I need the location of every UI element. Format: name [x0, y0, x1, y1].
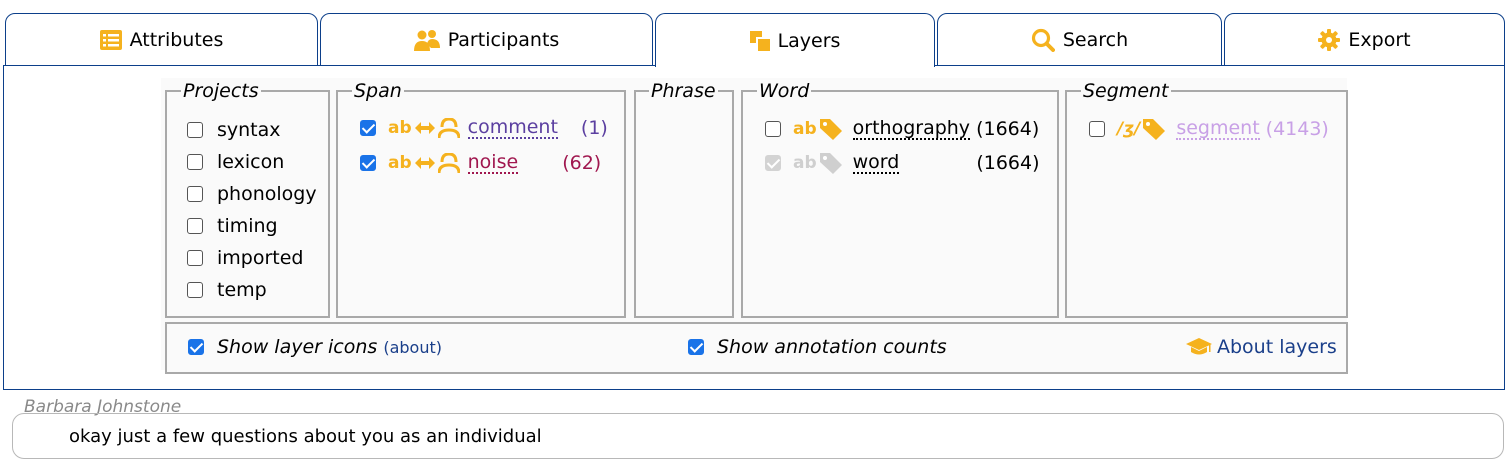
tab-search[interactable]: Search: [937, 13, 1222, 66]
checkbox[interactable]: [187, 250, 203, 266]
span-layer-comment[interactable]: ab comment (1): [360, 115, 608, 141]
checkbox[interactable]: [187, 282, 203, 298]
tag-icon: [819, 153, 842, 174]
tag-icon: [819, 119, 842, 140]
checkbox[interactable]: [360, 155, 376, 171]
tab-label: Attributes: [129, 28, 224, 51]
gear-icon: [1318, 28, 1341, 51]
annotation-count: (1664): [976, 118, 1040, 140]
checkbox[interactable]: [187, 122, 203, 138]
word-layer-word[interactable]: ab word (1664): [765, 150, 1040, 176]
span-layer-noise[interactable]: ab noise (62): [360, 150, 601, 176]
participant-icon: [437, 118, 460, 138]
show-layer-icons-option[interactable]: Show layer icons (about): [188, 336, 442, 358]
annotation-count: (4143): [1265, 118, 1329, 140]
layer-link-noise[interactable]: noise: [467, 151, 519, 174]
about-layers-link[interactable]: About layers: [1186, 336, 1337, 358]
project-item-timing[interactable]: timing: [187, 213, 278, 239]
span-group: Span: [336, 81, 626, 318]
tab-attributes[interactable]: Attributes: [5, 13, 318, 66]
graduation-cap-icon: [1186, 338, 1212, 355]
tab-label: Search: [1062, 28, 1129, 51]
interval-arrows-icon: [414, 157, 435, 169]
checkbox: [765, 155, 781, 171]
tag-icon: [1143, 119, 1166, 140]
layer-link-orthography[interactable]: orthography: [852, 117, 971, 140]
project-item-temp[interactable]: temp: [187, 277, 267, 303]
checkbox[interactable]: [187, 186, 203, 202]
phrase-legend: Phrase: [651, 80, 716, 102]
layers-icon: [749, 30, 770, 51]
layer-type-icon: ab: [793, 153, 817, 173]
list-icon: [99, 29, 122, 50]
participant-icon: [437, 153, 460, 173]
show-annotation-counts-option[interactable]: Show annotation counts: [688, 336, 947, 358]
word-group: Word: [741, 81, 1059, 318]
tab-participants[interactable]: Participants: [320, 13, 653, 66]
options-bar: [165, 322, 1348, 374]
layers-panel: Projects syntax lexicon phonology timing…: [3, 65, 1505, 390]
project-item-syntax[interactable]: syntax: [187, 117, 281, 143]
layer-link-comment[interactable]: comment: [467, 116, 558, 139]
layer-type-icon: ab: [793, 119, 817, 139]
annotation-count: (1664): [976, 152, 1040, 174]
checkbox[interactable]: [765, 121, 781, 137]
layer-type-icon: ab: [388, 153, 412, 173]
phrase-group: Phrase: [634, 81, 734, 318]
layer-link-word[interactable]: word: [852, 151, 900, 174]
layer-selector: Projects syntax lexicon phonology timing…: [161, 78, 1348, 374]
participants-icon: [413, 29, 440, 51]
search-icon: [1031, 28, 1055, 52]
segment-layer-segment[interactable]: /ʒ/ segment (4143): [1089, 116, 1329, 142]
annotation-count: (1): [580, 117, 608, 139]
layer-type-icon: ab: [388, 118, 412, 138]
checkbox[interactable]: [187, 154, 203, 170]
checkbox[interactable]: [1089, 121, 1105, 137]
project-item-lexicon[interactable]: lexicon: [187, 149, 284, 175]
annotation-count: (62): [562, 152, 602, 174]
span-legend: Span: [354, 80, 402, 102]
utterance-text[interactable]: okay just a few questions about you as a…: [69, 425, 542, 447]
layer-type-icon: /ʒ/: [1117, 119, 1141, 139]
about-link[interactable]: about: [389, 337, 436, 357]
project-item-imported[interactable]: imported: [187, 245, 303, 271]
utterance-box[interactable]: okay just a few questions about you as a…: [12, 413, 1504, 459]
speaker-name: Barbara Johnstone: [24, 397, 182, 417]
checkbox[interactable]: [188, 339, 204, 355]
checkbox[interactable]: [187, 218, 203, 234]
tab-layers[interactable]: Layers: [655, 13, 935, 67]
interval-arrows-icon: [414, 122, 435, 134]
tab-label: Export: [1348, 28, 1411, 51]
word-legend: Word: [759, 80, 810, 102]
tab-export[interactable]: Export: [1224, 13, 1505, 66]
checkbox[interactable]: [360, 120, 376, 136]
segment-legend: Segment: [1083, 80, 1169, 102]
segment-group: Segment: [1065, 81, 1348, 318]
checkbox[interactable]: [688, 339, 704, 355]
tab-label: Layers: [777, 29, 841, 52]
word-layer-orthography[interactable]: ab orthography (1664): [765, 116, 1039, 142]
projects-legend: Projects: [183, 80, 259, 102]
layer-link-segment[interactable]: segment: [1176, 117, 1260, 140]
project-item-phonology[interactable]: phonology: [187, 181, 317, 207]
tab-label: Participants: [447, 28, 560, 51]
